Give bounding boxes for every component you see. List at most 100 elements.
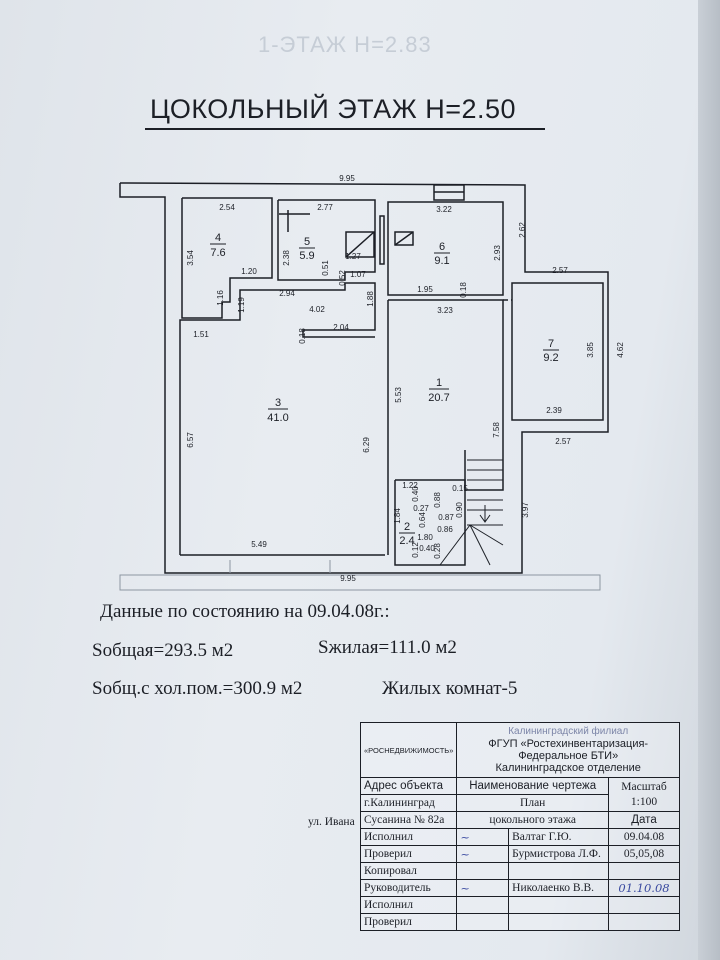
walls <box>119 182 609 574</box>
stairs <box>439 459 504 566</box>
signer-name: Бурмистрова Л.Ф. <box>508 845 609 863</box>
dimension-label: 6.57 <box>186 432 195 448</box>
org-line-3: Калининградское отделение <box>495 762 641 774</box>
dimension-label: 0.86 <box>437 525 453 534</box>
dimension-label: 0.27 <box>413 504 429 513</box>
dimension-label: 5.53 <box>394 387 403 403</box>
signature-row: Исполнил ~ Валтаг Г.Ю. 09.04.08 <box>359 828 681 846</box>
dimension-label: 7.58 <box>492 422 501 438</box>
living-area: Sжилая=111.0 м2 <box>318 637 457 658</box>
room-2-area: 2.4 <box>399 535 414 547</box>
dimension-label: 9.95 <box>340 574 356 583</box>
date-label: Дата <box>607 811 681 829</box>
dimension-label: 0.28 <box>433 543 442 559</box>
dimension-label: 2.39 <box>546 406 562 415</box>
dimension-label: 2.62 <box>518 222 527 238</box>
agency-name: «РОСНЕДВИЖИМОСТЬ» <box>359 722 458 778</box>
page-edge <box>698 0 720 960</box>
dimension-label: 4.02 <box>309 305 325 314</box>
signature: ~ <box>456 845 510 863</box>
dimension-label: 1.27 <box>345 252 361 261</box>
dimension-label: 2.04 <box>333 323 349 332</box>
sign-date <box>607 896 681 914</box>
dimension-labels: 9.95 2.54 2.77 3.22 2.62 3.54 2.38 1.27 … <box>186 174 625 583</box>
dimension-label: 0.12 <box>411 542 420 558</box>
room-3-area: 41.0 <box>267 412 288 424</box>
room-3-number: 3 <box>275 397 281 409</box>
dimension-label: 0.87 <box>438 513 454 522</box>
dimension-label: 0.90 <box>455 502 464 518</box>
signer-name <box>508 862 609 880</box>
org-line-1: ФГУП «Ростехинвентаризация- <box>488 738 649 750</box>
role: Проверил <box>359 845 458 863</box>
dimension-label: 0.40 <box>411 486 420 502</box>
dimension-label: 3.54 <box>186 250 195 266</box>
room-1-area: 20.7 <box>428 392 449 404</box>
room-6-area: 9.1 <box>434 255 449 267</box>
sign-date <box>607 913 681 931</box>
dimension-label: 3.97 <box>521 502 530 518</box>
sign-date: 01.10.08 <box>607 879 681 897</box>
dimension-label: 0.15 <box>452 484 468 493</box>
street: Сусанина № 82а <box>359 811 458 829</box>
total-area-with-cold-rooms: Sобщ.с хол.пом.=300.9 м2 <box>92 678 303 699</box>
dimension-label: 3.85 <box>586 342 595 358</box>
dimension-label: 2.54 <box>219 203 235 212</box>
signer-name <box>508 913 609 931</box>
dimension-label: 1.16 <box>216 290 225 306</box>
signature-row: Проверил <box>359 913 681 931</box>
background-grid-faint <box>119 560 601 591</box>
signature-row: Копировал <box>359 862 681 880</box>
sign-date <box>607 862 681 880</box>
dimension-label: 0.64 <box>418 512 427 528</box>
room-5-area: 5.9 <box>299 250 314 262</box>
city: г.Калининград <box>359 794 458 812</box>
role: Исполнил <box>359 896 458 914</box>
sign-date: 05,05,08 <box>607 845 681 863</box>
scale-label: Масштаб <box>621 780 667 793</box>
title-underline <box>145 128 545 130</box>
branch-stamp: Калининградский филиал <box>508 726 629 737</box>
dimension-label: 9.95 <box>339 174 355 183</box>
room-7-number: 7 <box>548 338 554 350</box>
signer-name: Валтаг Г.Ю. <box>508 828 609 846</box>
signature-row: Исполнил <box>359 896 681 914</box>
dimension-label: 4.62 <box>616 342 625 358</box>
room-6-number: 6 <box>439 241 445 253</box>
dimension-label: 0.88 <box>433 492 442 508</box>
total-area: Sобщая=293.5 м2 <box>92 640 234 661</box>
role: Копировал <box>359 862 458 880</box>
room-2-number: 2 <box>404 521 410 533</box>
dimension-label: 3.23 <box>437 306 453 315</box>
dimension-label: 1.84 <box>393 508 402 524</box>
signer-name: Николаенко В.В. <box>508 879 609 897</box>
dimension-label: 1.80 <box>417 533 433 542</box>
bleed-through-heading: 1-ЭТАЖ Н=2.83 <box>258 32 432 57</box>
page-title: ЦОКОЛЬНЫЙ ЭТАЖ Н=2.50 <box>150 94 517 124</box>
dimension-label: 1.22 <box>402 481 418 490</box>
dimension-label: 1.88 <box>366 291 375 307</box>
dimension-label: 0.51 <box>321 260 330 276</box>
title-block: «РОСНЕДВИЖИМОСТЬ» Калининградский филиал… <box>359 722 681 931</box>
state-date-line: Данные по состоянию на 09.04.08г.: <box>100 601 390 622</box>
signature-row: Руководитель ~ Николаенко В.В. 01.10.08 <box>359 879 681 897</box>
drawing-name-1: План <box>456 794 609 812</box>
dimension-label: 0.18 <box>298 328 307 344</box>
drawing-name-2: цокольного этажа <box>456 811 609 829</box>
dimension-label: 5.49 <box>251 540 267 549</box>
drawing-name-label: Наименование чертежа <box>456 777 609 795</box>
signature: ~ <box>456 828 510 846</box>
role: Исполнил <box>359 828 458 846</box>
org-line-2: Федеральное БТИ» <box>518 750 619 762</box>
dimension-label: 0.40 <box>419 544 435 553</box>
dimension-label: 2.57 <box>555 437 571 446</box>
dimension-label: 2.57 <box>552 266 568 275</box>
dimension-label: 1.19 <box>237 297 246 313</box>
room-4-number: 4 <box>215 232 221 244</box>
signer-name <box>508 896 609 914</box>
dimension-label: 0.52 <box>338 270 347 286</box>
dimension-label: 2.38 <box>282 250 291 266</box>
living-rooms-count: Жилых комнат-5 <box>382 678 518 699</box>
dimension-label: 1.95 <box>417 285 433 294</box>
street-prefix: ул. Ивана <box>308 816 355 828</box>
